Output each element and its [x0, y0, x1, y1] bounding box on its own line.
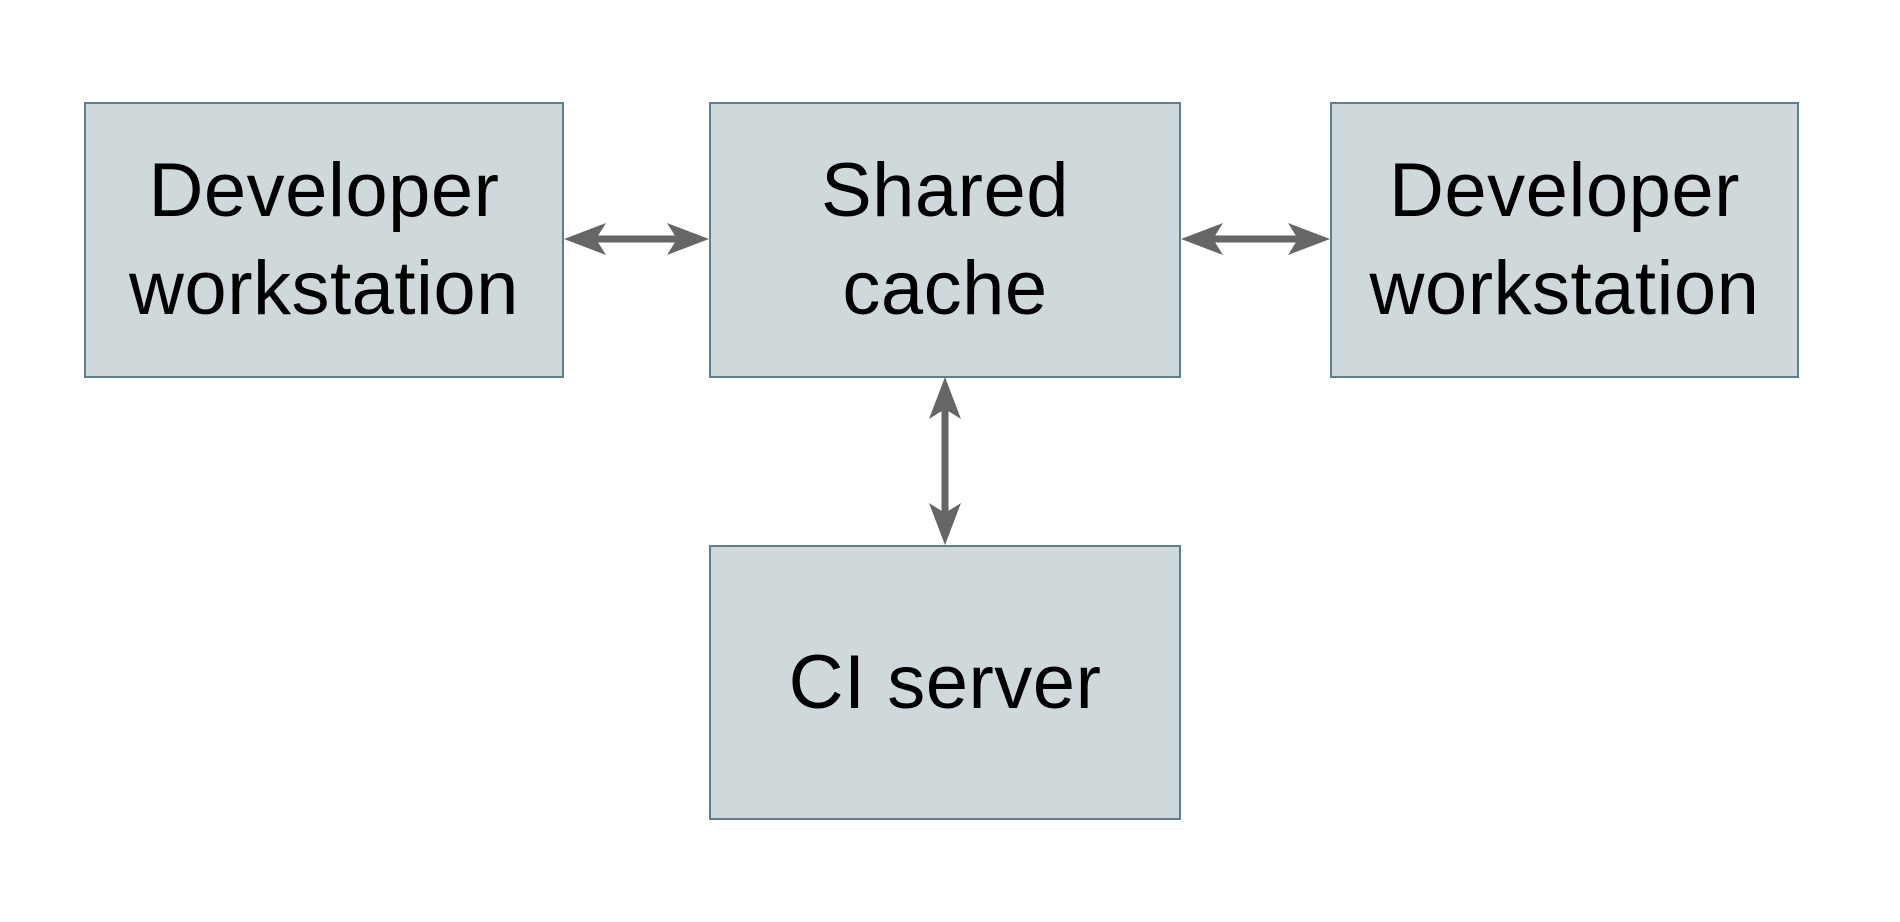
node-label-line: CI server	[788, 639, 1102, 725]
node-label-line: Developer	[148, 148, 500, 233]
node-developer-workstation-left: Developer workstation	[84, 102, 564, 378]
node-ci-server: CI server	[709, 545, 1181, 820]
node-label-line: Shared	[820, 148, 1070, 233]
double-arrow-shared-cache-right-workstation	[1181, 223, 1330, 255]
double-arrow-left-workstation-shared-cache	[564, 223, 709, 255]
node-label-line: Developer	[1389, 148, 1740, 233]
node-label-line: workstation	[129, 246, 519, 331]
node-label-line: cache	[842, 246, 1048, 331]
node-shared-cache: Shared cache	[709, 102, 1181, 378]
node-developer-workstation-right: Developer workstation	[1330, 102, 1799, 378]
double-arrow-shared-cache-ci-server	[929, 377, 961, 545]
node-label-line: workstation	[1369, 246, 1760, 331]
